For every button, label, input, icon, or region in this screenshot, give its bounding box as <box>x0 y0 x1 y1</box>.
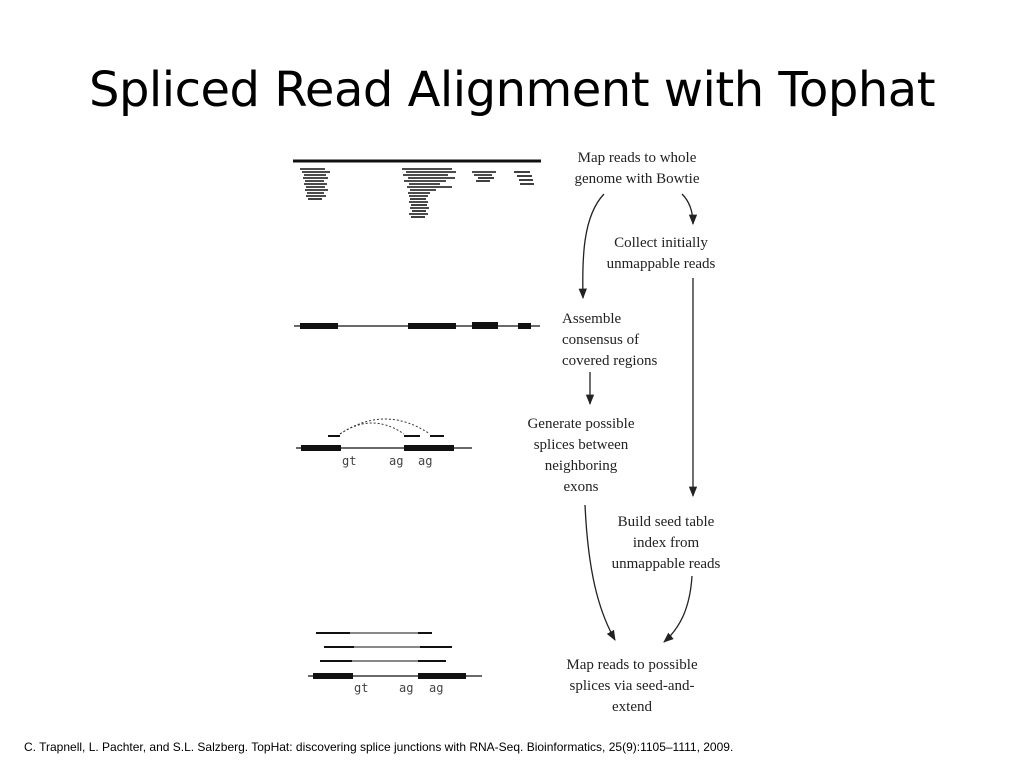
svg-text:neighboring: neighboring <box>545 458 618 474</box>
svg-text:Map reads to possible: Map reads to possible <box>566 657 698 673</box>
svg-text:covered regions: covered regions <box>562 353 658 369</box>
svg-text:Assemble: Assemble <box>562 311 622 327</box>
donor-site-label: gt <box>354 681 368 695</box>
svg-text:unmappable reads: unmappable reads <box>612 556 721 572</box>
exon-block <box>408 323 456 329</box>
possible-splices-panel: gt ag ag <box>296 418 472 468</box>
read-cluster-1 <box>300 168 330 200</box>
svg-text:genome with Bowtie: genome with Bowtie <box>575 171 700 187</box>
svg-text:Build seed table: Build seed table <box>618 514 715 530</box>
arrow-generate-to-map-splices <box>584 504 616 641</box>
step-generate-splices: Generate possible splices between neighb… <box>527 416 634 495</box>
spliced-reads-panel: gt ag ag <box>308 632 482 695</box>
slide-title: Spliced Read Alignment with Tophat <box>88 62 936 118</box>
step-collect-unmappable: Collect initially unmappable reads <box>607 235 716 272</box>
acceptor-site-label: ag <box>418 454 432 468</box>
flow-arrows <box>578 193 698 643</box>
exon-block <box>472 322 498 329</box>
arrow-map-to-assemble <box>578 193 605 300</box>
acceptor-site-label: ag <box>429 681 443 695</box>
splice-arc <box>339 422 405 435</box>
consensus-regions-panel <box>294 322 540 329</box>
reads-pileup-panel <box>293 159 541 218</box>
step-map-whole-genome: Map reads to whole genome with Bowtie <box>575 150 700 187</box>
svg-text:consensus of: consensus of <box>562 332 639 348</box>
svg-text:splices between: splices between <box>534 437 629 453</box>
step-map-possible-splices: Map reads to possible splices via seed-a… <box>566 657 698 715</box>
acceptor-site-label: ag <box>399 681 413 695</box>
svg-text:Map reads to whole: Map reads to whole <box>578 150 697 166</box>
acceptor-site-label: ag <box>389 454 403 468</box>
citation: C. Trapnell, L. Pachter, and S.L. Salzbe… <box>24 740 734 754</box>
arrow-map-to-collect <box>681 193 698 226</box>
svg-text:Collect initially: Collect initially <box>614 235 708 251</box>
read-cluster-4 <box>514 171 534 185</box>
step-build-seed-table: Build seed table index from unmappable r… <box>612 514 721 572</box>
svg-text:index from: index from <box>633 535 700 551</box>
svg-text:unmappable reads: unmappable reads <box>607 256 716 272</box>
svg-text:Generate possible: Generate possible <box>527 416 634 432</box>
step-assemble-consensus: Assemble consensus of covered regions <box>562 311 658 369</box>
svg-text:splices via seed-and-: splices via seed-and- <box>570 678 695 694</box>
read-cluster-3 <box>472 171 496 182</box>
donor-site-label: gt <box>342 454 356 468</box>
read-cluster-2 <box>402 168 456 218</box>
arrow-seed-to-map-splices <box>663 575 693 643</box>
splice-arc <box>339 418 431 435</box>
exon-block <box>518 323 531 329</box>
svg-text:extend: extend <box>612 699 652 715</box>
exon-block <box>300 323 338 329</box>
svg-text:exons: exons <box>564 479 599 495</box>
